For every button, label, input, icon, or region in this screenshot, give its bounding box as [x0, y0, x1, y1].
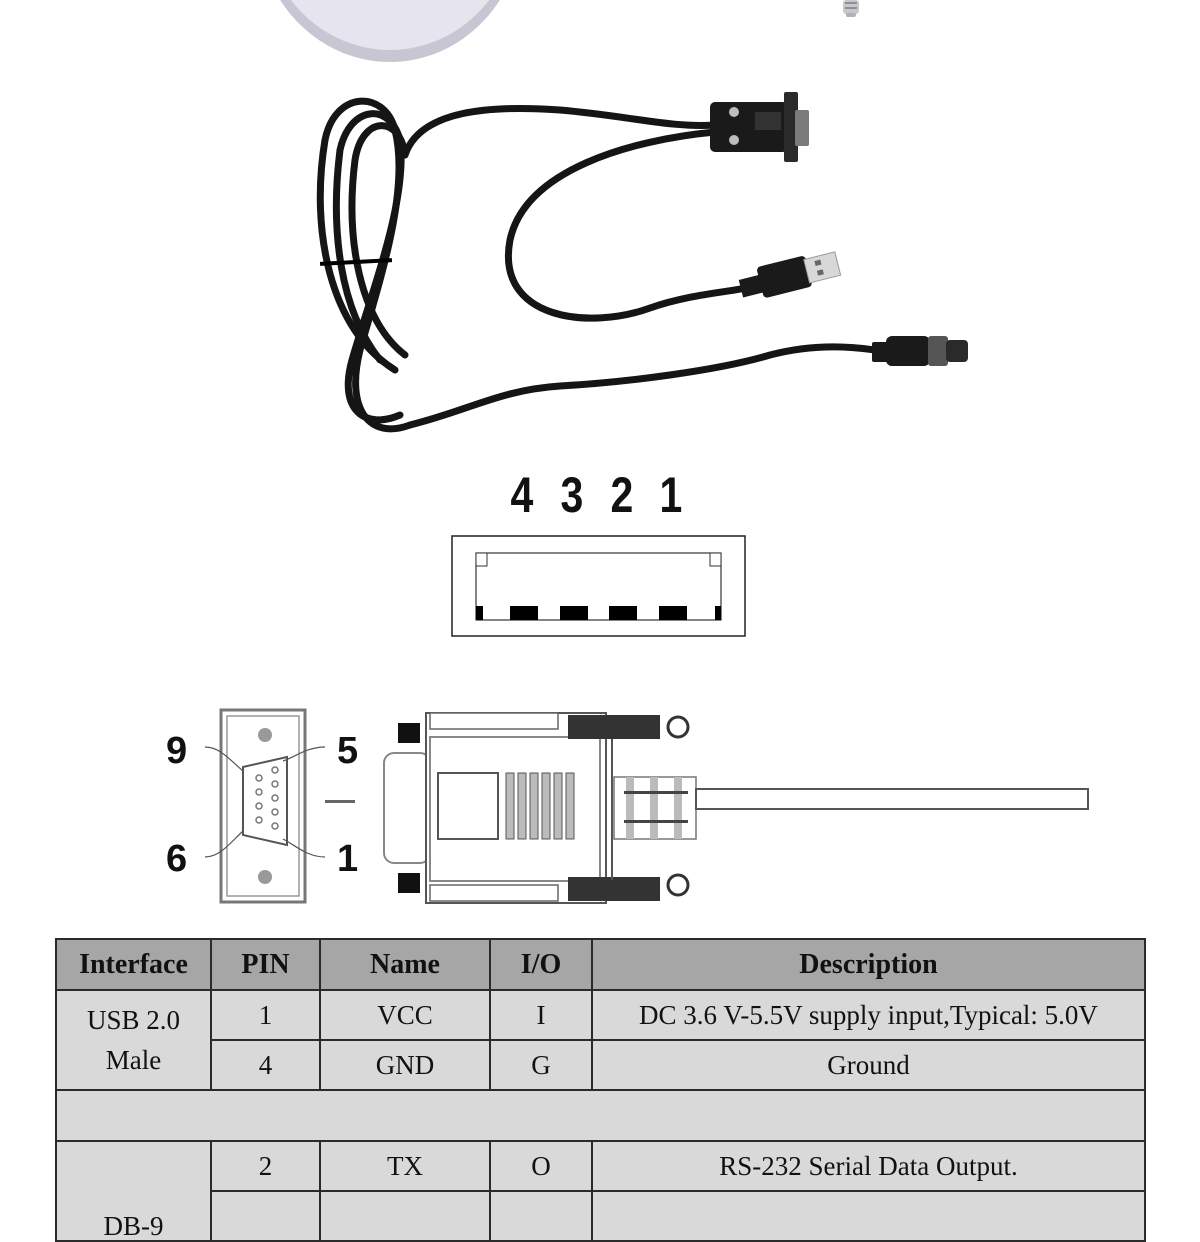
- table-row: USB 2.0 Male 1 VCC I DC 3.6 V-5.5V suppl…: [55, 989, 1146, 1091]
- antenna-disc-image: [255, 0, 525, 62]
- db9-pin-label-1: 1: [337, 838, 359, 880]
- pin-cell: 4: [210, 1039, 321, 1091]
- table-row: [56, 1190, 1146, 1242]
- description-cell: Ground: [591, 1039, 1146, 1091]
- db9-pin-label-5: 5: [337, 730, 359, 772]
- interface-cell-usb: USB 2.0 Male: [55, 989, 212, 1091]
- db9-plug-side-diagram: [380, 705, 1095, 910]
- name-cell: GND: [319, 1039, 491, 1091]
- header-interface: Interface: [55, 938, 212, 991]
- io-cell: G: [489, 1039, 593, 1091]
- name-cell: [319, 1190, 491, 1242]
- header-pin: PIN: [210, 938, 321, 991]
- header-description: Description: [591, 938, 1146, 991]
- table-header-row: Interface PIN Name I/O Description: [55, 938, 1146, 991]
- description-cell: [591, 1190, 1146, 1242]
- db9-pin-label-6: 6: [166, 838, 188, 880]
- usb-pin-label-1: 1: [659, 467, 683, 523]
- usb-pin-label-4: 4: [510, 467, 534, 523]
- interface-cell-db9: DB-9: [55, 1140, 212, 1242]
- description-cell: DC 3.6 V-5.5V supply input,Typical: 5.0V: [591, 989, 1146, 1041]
- io-cell: O: [489, 1140, 593, 1192]
- db9-face-diagram: [195, 705, 340, 905]
- table-row: 4 GND G Ground: [56, 1039, 1146, 1091]
- table-spacer-row: [55, 1089, 1146, 1142]
- io-cell: [489, 1190, 593, 1242]
- header-io: I/O: [489, 938, 593, 991]
- db9-dash: [325, 800, 355, 803]
- y-cable-image: [300, 80, 1000, 460]
- usb-port-diagram: [451, 535, 746, 638]
- interface-usb-line1: USB 2.0: [86, 1005, 181, 1035]
- usb-pin-label-2: 2: [610, 467, 634, 523]
- header-name: Name: [319, 938, 491, 991]
- name-cell: VCC: [319, 989, 491, 1041]
- pin-cell: 2: [210, 1140, 321, 1192]
- usb-pin-label-3: 3: [560, 467, 584, 523]
- spacer-cell: [55, 1089, 1146, 1142]
- screw-image: [837, 0, 867, 18]
- io-cell: I: [489, 989, 593, 1041]
- pin-cell: 1: [210, 989, 321, 1041]
- description-cell: RS-232 Serial Data Output.: [591, 1140, 1146, 1192]
- table-row: DB-9 2 TX O RS-232 Serial Data Output.: [55, 1140, 1146, 1242]
- name-cell: TX: [319, 1140, 491, 1192]
- pinout-table: Interface PIN Name I/O Description USB 2…: [55, 938, 1146, 1242]
- interface-db9-label: DB-9: [103, 1211, 164, 1241]
- pin-cell: [210, 1190, 321, 1242]
- interface-usb-line2: Male: [105, 1045, 162, 1075]
- db9-pin-label-9: 9: [166, 730, 188, 772]
